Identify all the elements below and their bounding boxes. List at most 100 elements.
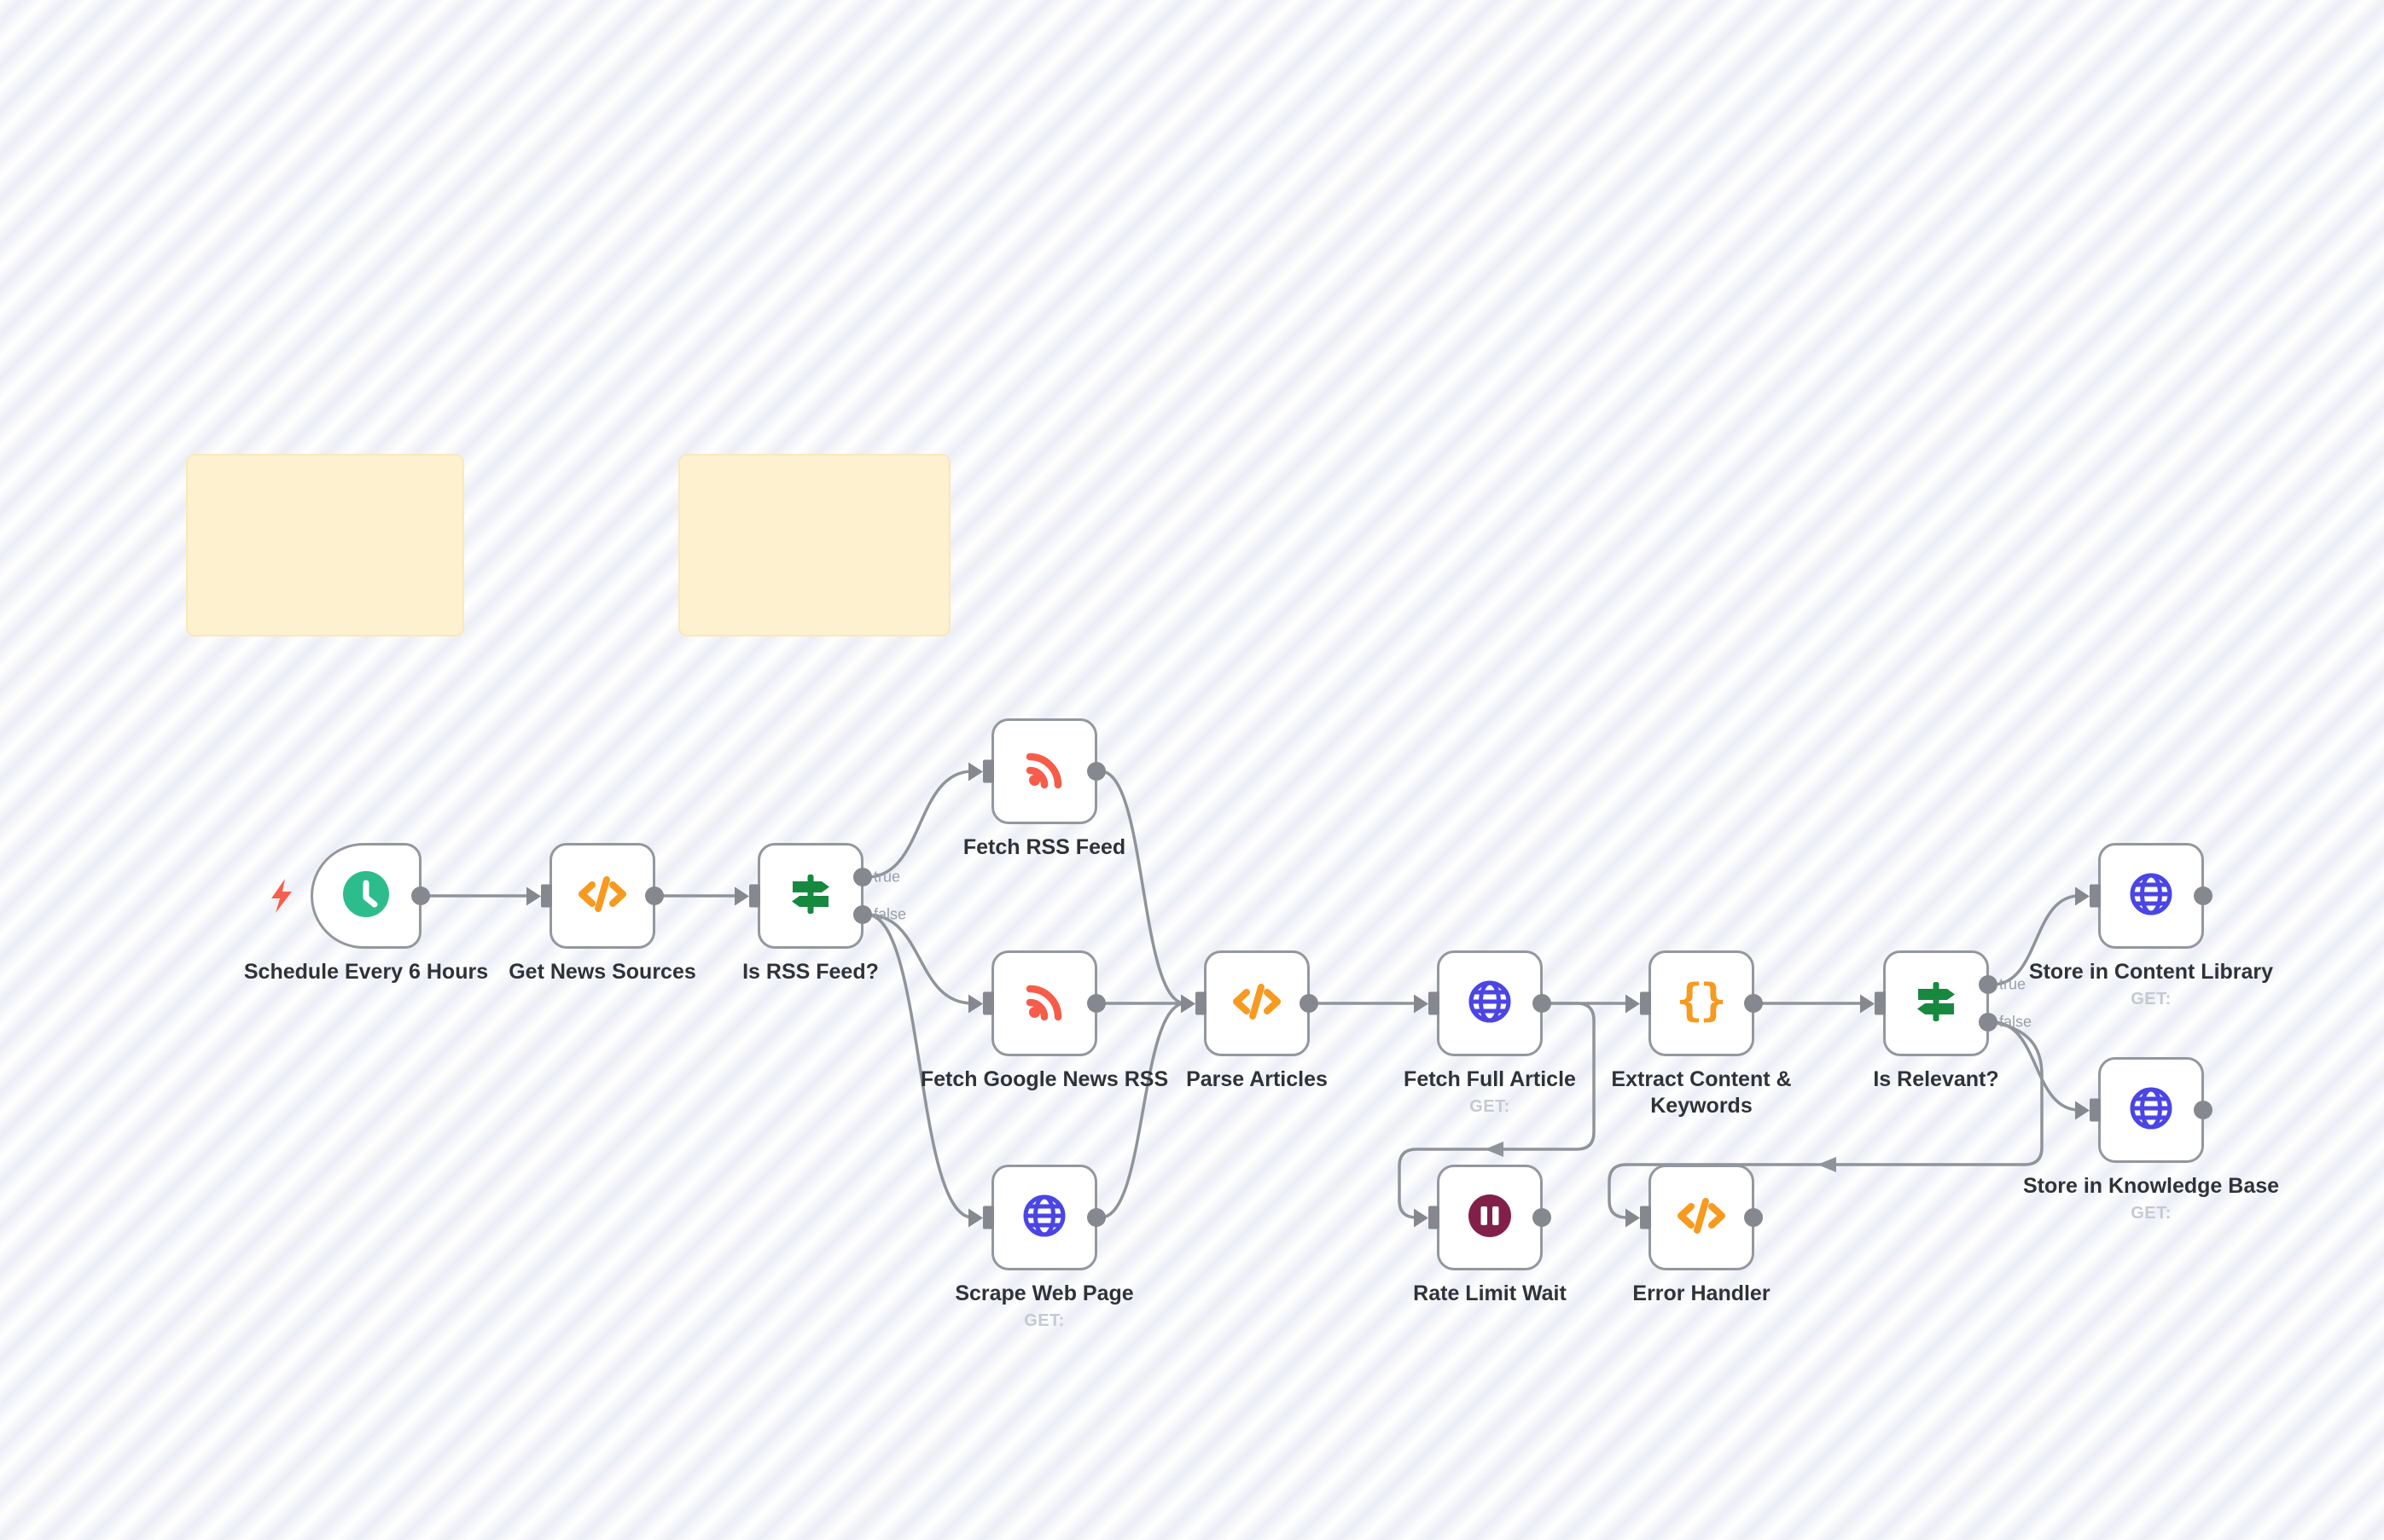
clock-icon (338, 866, 394, 927)
globe-icon (1016, 1188, 1073, 1248)
svg-text:{: { (1676, 975, 1702, 1026)
input-tab (749, 884, 760, 908)
sticky-note[interactable] (186, 454, 464, 636)
node-label: Is Relevant? (1873, 1067, 1999, 1091)
node-schedule-every-6-hours[interactable] (311, 843, 430, 949)
input-connector[interactable] (968, 759, 994, 783)
input-arrow-icon (968, 994, 983, 1013)
input-tab (541, 884, 552, 908)
node-parse-articles[interactable] (1181, 950, 1318, 1056)
node-label: Fetch RSS Feed (962, 835, 1126, 859)
input-connector[interactable] (526, 884, 552, 908)
node-label: Get News Sources (509, 960, 696, 984)
node-label: Scrape Web Page (955, 1281, 1134, 1305)
input-connector[interactable] (1860, 991, 1886, 1015)
node-label: Schedule Every 6 Hours (243, 960, 489, 984)
node-extract-content-keywords[interactable]: {} (1625, 950, 1763, 1056)
edge-is-rss-feed-false-to-fetch-google-news-rss[interactable] (866, 913, 974, 1005)
input-arrow-icon (1625, 1208, 1640, 1227)
input-tab (1640, 991, 1651, 1015)
output-connector[interactable] (1087, 994, 1106, 1013)
output-connector-true[interactable] (853, 868, 872, 886)
node-fetch-google-news-rss[interactable] (968, 950, 1106, 1056)
output-connector[interactable] (1300, 994, 1318, 1013)
node-fetch-rss-feed[interactable] (968, 718, 1106, 824)
input-tab (983, 991, 994, 1015)
svg-text:}: } (1700, 975, 1726, 1026)
edge-scrape-web-page-to-parse-articles[interactable] (1100, 1002, 1186, 1219)
input-arrow-icon (968, 1208, 983, 1227)
branch-label-true: true (874, 868, 901, 886)
node-label: Fetch Full Article (1404, 1067, 1576, 1091)
signpost-icon (1908, 973, 1964, 1034)
edge-is-relevant-false-to-error-handler[interactable] (1608, 1020, 2044, 1219)
input-connector[interactable] (1625, 991, 1651, 1015)
node-rate-limit-wait[interactable] (1414, 1165, 1551, 1270)
output-connector-false[interactable] (1979, 1013, 1997, 1032)
input-tab (1428, 1206, 1439, 1229)
node-scrape-web-page[interactable] (968, 1165, 1106, 1270)
output-connector[interactable] (1087, 1208, 1106, 1227)
input-connector[interactable] (1414, 1206, 1439, 1229)
output-connector[interactable] (2194, 1101, 2212, 1119)
input-connector[interactable] (968, 991, 994, 1015)
input-tab (1640, 1206, 1651, 1229)
output-connector-false[interactable] (853, 905, 872, 924)
input-connector[interactable] (735, 884, 760, 908)
edge-is-rss-feed-true-to-fetch-rss-feed[interactable] (866, 770, 974, 879)
input-connector[interactable] (1414, 991, 1439, 1015)
input-connector[interactable] (968, 1206, 994, 1229)
braces-icon: {} (1673, 973, 1730, 1034)
edge-is-rss-feed-false-to-scrape-web-page[interactable] (866, 913, 974, 1219)
input-tab (2090, 1098, 2101, 1122)
input-connector[interactable] (1625, 1206, 1651, 1229)
node-sublabel: GET: (2131, 990, 2172, 1008)
node-label: Parse Articles (1186, 1067, 1328, 1091)
input-arrow-icon (2075, 1101, 2090, 1119)
output-connector[interactable] (1532, 1208, 1551, 1227)
input-connector[interactable] (2075, 1098, 2101, 1122)
input-tab (1195, 991, 1207, 1015)
output-connector[interactable] (645, 886, 664, 905)
code-icon (1673, 1188, 1730, 1248)
input-connector[interactable] (2075, 884, 2101, 908)
input-arrow-icon (1860, 994, 1875, 1013)
node-label: Fetch Google News RSS (920, 1067, 1169, 1091)
input-connector[interactable] (1181, 991, 1207, 1015)
node-label: Extract Content & Keywords (1611, 1067, 1792, 1119)
output-connector[interactable] (1087, 762, 1106, 781)
node-label: Store in Content Library (2028, 960, 2274, 984)
output-connector[interactable] (411, 886, 430, 905)
node-error-handler[interactable] (1625, 1165, 1763, 1270)
input-arrow-icon (1414, 994, 1428, 1013)
output-connector-true[interactable] (1979, 975, 1997, 994)
input-tab (983, 759, 994, 783)
edge-fetch-rss-feed-to-parse-articles[interactable] (1100, 770, 1186, 1005)
edge-is-relevant-true-to-store-in-content-library[interactable] (1992, 894, 2080, 986)
branch-label-true: true (1999, 975, 2026, 993)
branch-label-false: false (874, 905, 907, 923)
globe-icon (1462, 973, 1518, 1034)
output-connector[interactable] (1744, 994, 1763, 1013)
zap-icon (266, 877, 299, 919)
output-connector[interactable] (1744, 1208, 1763, 1227)
output-connector[interactable] (1532, 994, 1551, 1013)
node-is-rss-feed[interactable]: true false (735, 843, 906, 949)
pause-icon (1462, 1188, 1518, 1248)
node-fetch-full-article[interactable] (1414, 950, 1551, 1056)
node-sublabel: GET: (1024, 1311, 1065, 1330)
globe-icon (2123, 866, 2179, 927)
output-connector[interactable] (2194, 886, 2212, 905)
node-sublabel: GET: (2131, 1204, 2172, 1223)
code-icon (1229, 973, 1285, 1034)
node-store-in-content-library[interactable] (2075, 843, 2212, 949)
node-store-in-knowledge-base[interactable] (2075, 1057, 2212, 1163)
input-arrow-icon (1181, 994, 1195, 1013)
node-label: Rate Limit Wait (1413, 1281, 1567, 1305)
node-get-news-sources[interactable] (526, 843, 664, 949)
signpost-icon (782, 866, 839, 927)
sticky-note[interactable] (678, 454, 951, 636)
